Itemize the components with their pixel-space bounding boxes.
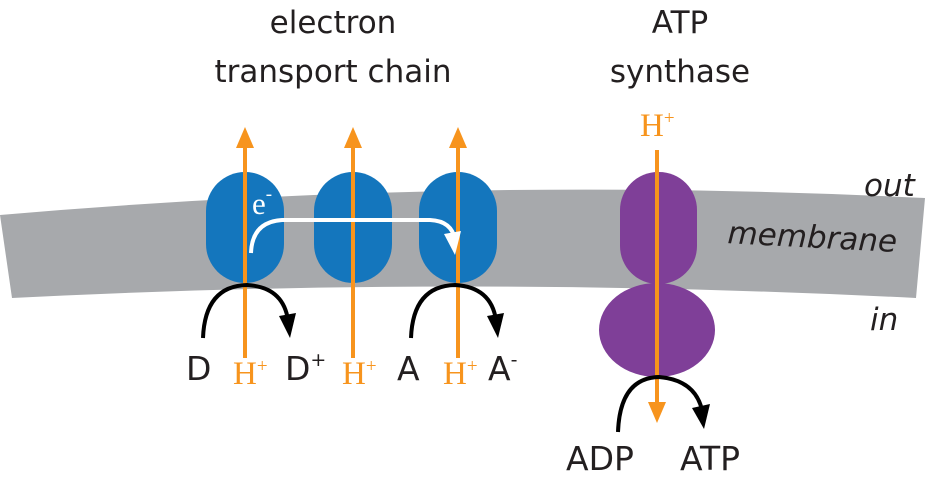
donor-oxidized-label: D+ [285,349,326,388]
donor-oxidation-arrow [201,282,296,339]
acceptor-reduction-arrow [409,282,504,339]
proton-arrow-2 [344,127,362,358]
proton-label-2: H+ [342,356,377,392]
atp-synthase-title-line1: ATP [652,5,708,41]
atp-synthesis-arrow [616,374,710,433]
atp-label: ATP [680,439,740,478]
proton-arrow-atp-synthase [648,150,666,423]
adp-label: ADP [566,439,634,478]
acceptor-reduced-label: A- [488,349,517,388]
atp-synthase-title-line2: synthase [610,54,750,90]
out-label: out [864,168,917,204]
proton-label-3: H+ [443,356,478,392]
proton-arrow-3 [449,127,467,358]
etc-title-line1: electron [270,5,397,41]
electron-transfer-arrow [249,218,461,255]
membrane-label: membrane [727,215,898,260]
in-label: in [870,302,898,338]
electron-label: e- [252,184,272,221]
donor-label: D [186,349,211,388]
proton-arrow-1 [236,127,254,358]
proton-label-1: H+ [233,356,268,392]
proton-label-atp-synthase: H+ [640,108,675,144]
etc-title-line2: transport chain [214,54,451,90]
acceptor-label: A [397,349,420,388]
